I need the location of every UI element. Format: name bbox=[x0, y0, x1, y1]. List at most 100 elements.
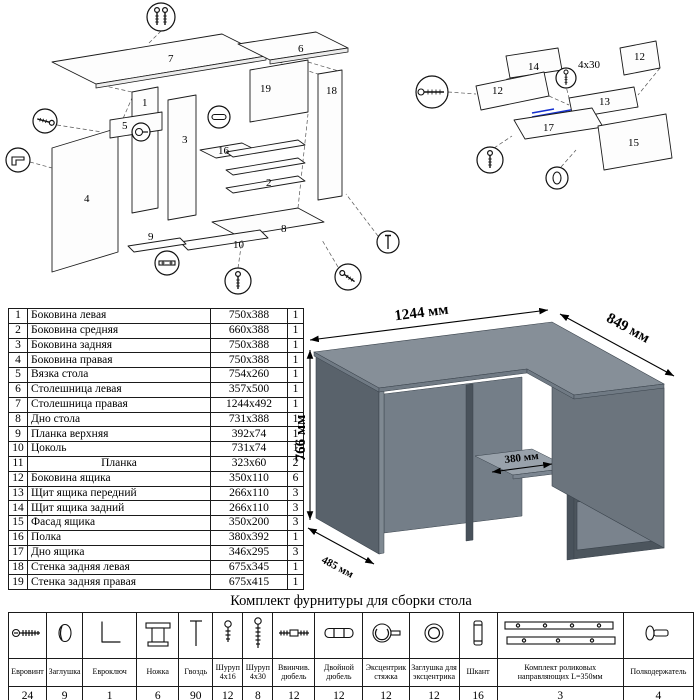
hardware-name: Полкодержатель bbox=[622, 658, 695, 687]
part-size: 754x260 bbox=[210, 367, 288, 383]
part-name: Боковина правая bbox=[27, 352, 211, 369]
hardware-table: Евровинт Заглушка Евроключ Ножка Гвоздь … bbox=[7, 612, 695, 700]
hardware-qty: 90 bbox=[178, 686, 214, 700]
part-size: 323x60 bbox=[210, 455, 288, 472]
assembled-desk-render: 1244 мм 849 мм 766 мм 380 мм 485 мм bbox=[294, 302, 675, 581]
dimension-shelf: 380 мм bbox=[491, 450, 553, 475]
exploded-view-drawer: 14 12 12 13 17 15 4x30 bbox=[415, 40, 673, 190]
part-name: Боковина средняя bbox=[27, 322, 211, 339]
dimension-label: 485 мм bbox=[319, 554, 355, 581]
cam-cap-icon bbox=[424, 623, 444, 643]
screw-icon bbox=[153, 6, 161, 26]
drawer-slide-1 bbox=[225, 139, 306, 158]
fastener-callout bbox=[131, 122, 151, 142]
part-label: 5 bbox=[122, 120, 128, 132]
wood-dowel-icon bbox=[473, 620, 483, 646]
screw-dowel-icon bbox=[278, 629, 309, 637]
part-size: 350x200 bbox=[210, 515, 288, 531]
hardware-qty: 12 bbox=[362, 686, 410, 700]
part-num: 14 bbox=[8, 500, 28, 517]
hardware-name: Ножка bbox=[136, 658, 180, 687]
screw-icon bbox=[486, 149, 494, 169]
fastener-callout bbox=[224, 239, 252, 295]
hardware-name: Шуруп 4x30 bbox=[242, 658, 274, 687]
part-num: 11 bbox=[8, 455, 28, 472]
plinth-panel bbox=[179, 229, 269, 251]
fastener-callout bbox=[207, 105, 231, 129]
fastener-callout bbox=[476, 135, 513, 174]
part-name: Столешница левая bbox=[27, 381, 211, 398]
bottom-panel bbox=[211, 207, 325, 237]
shelf-pin-icon bbox=[645, 625, 669, 641]
part-label: 16 bbox=[218, 145, 230, 157]
screw-4x30-icon bbox=[254, 617, 262, 648]
part-size: 392x74 bbox=[210, 426, 288, 443]
hardware-name: Евроключ bbox=[82, 658, 138, 687]
leg-icon bbox=[145, 622, 171, 647]
dowel-icon bbox=[211, 113, 227, 121]
part-size: 750x388 bbox=[210, 352, 288, 369]
part-num: 17 bbox=[8, 544, 28, 561]
hardware-qty: 8 bbox=[242, 686, 274, 700]
part-label: 8 bbox=[281, 223, 287, 235]
part-size: 675x345 bbox=[210, 559, 288, 576]
part-label: 4 bbox=[84, 193, 90, 205]
screw-icon bbox=[563, 69, 569, 86]
part-qty: 1 bbox=[287, 381, 304, 398]
screw-icon bbox=[234, 270, 242, 290]
part-size: 675x415 bbox=[210, 574, 288, 591]
fastener-callout bbox=[345, 193, 400, 254]
part-size: 731x74 bbox=[210, 441, 288, 457]
part-label: 15 bbox=[628, 137, 640, 149]
back-wall-panel bbox=[249, 59, 309, 123]
hardware-name: Шуруп 4x16 bbox=[212, 658, 244, 687]
hardware-name: Гвоздь bbox=[178, 658, 214, 687]
part-qty: 1 bbox=[287, 529, 304, 546]
part-num: 15 bbox=[8, 515, 28, 531]
hardware-qty: 12 bbox=[272, 686, 316, 700]
part-name: Дно ящика bbox=[27, 544, 211, 561]
top-rail-panel bbox=[127, 237, 187, 253]
hardware-qty: 9 bbox=[46, 686, 84, 700]
part-name: Боковина левая bbox=[27, 308, 211, 324]
part-label: 12 bbox=[492, 85, 503, 97]
hardware-qty: 3 bbox=[496, 686, 624, 700]
part-label: 14 bbox=[528, 61, 540, 73]
part-name: Планка bbox=[27, 455, 211, 472]
hardware-name: Двойной дюбель bbox=[314, 658, 364, 687]
part-size: 266x110 bbox=[210, 500, 288, 517]
part-size: 731x388 bbox=[210, 411, 288, 428]
drawer-slide-2 bbox=[225, 157, 306, 176]
fastener-callout bbox=[321, 239, 362, 291]
part-size: 266x110 bbox=[210, 485, 288, 502]
part-size: 750x388 bbox=[210, 337, 288, 354]
part-name: Дно стола bbox=[27, 411, 211, 428]
hardware-qty: 4 bbox=[622, 686, 695, 700]
hex-key-icon bbox=[101, 621, 121, 643]
dimension-label: 1244 мм bbox=[394, 302, 450, 325]
screw-note-text: 4x30 bbox=[578, 59, 601, 71]
dimension-width: 1244 мм bbox=[309, 302, 549, 343]
hardware-name: Заглушка bbox=[46, 658, 84, 687]
hardware-qty: 12 bbox=[212, 686, 244, 700]
drawer-side-right-panel bbox=[619, 40, 661, 76]
part-label: 18 bbox=[326, 85, 338, 97]
part-label: 2 bbox=[266, 177, 272, 189]
hardware-qty: 1 bbox=[82, 686, 138, 700]
part-num: 7 bbox=[8, 396, 28, 413]
part-label: 13 bbox=[599, 96, 611, 108]
tabletop-right-edge bbox=[95, 55, 267, 89]
part-name: Щит ящика передний bbox=[27, 485, 211, 502]
cam-lock-icon bbox=[372, 623, 401, 643]
part-name: Боковина ящика bbox=[27, 470, 211, 487]
part-label: 12 bbox=[634, 51, 645, 63]
part-size: 660x388 bbox=[210, 322, 288, 339]
dimension-label: 766 мм bbox=[294, 415, 309, 462]
hardware-name: Эксцентрик стяжка bbox=[362, 658, 410, 687]
